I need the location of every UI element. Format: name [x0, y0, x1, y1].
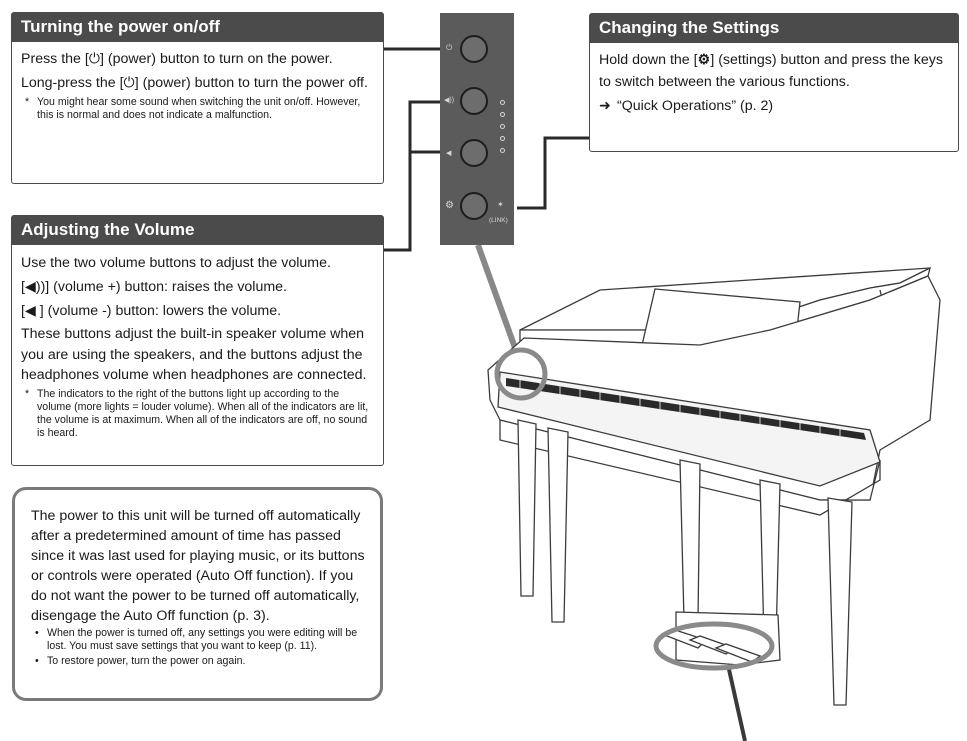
volume-connector-line [383, 100, 440, 252]
auto-off-text: The power to this unit will be turned of… [31, 508, 365, 624]
volume-up-text: [◀))] (volume +) button: raises the volu… [21, 279, 287, 295]
piano-illustration [487, 266, 941, 706]
settings-text-pre: Hold down the [ [599, 52, 698, 68]
settings-text-post: ] (settings) button and press the keys t… [599, 52, 943, 90]
auto-off-bullet: • When the power is turned off, any sett… [31, 627, 370, 653]
power-off-text: Long-press the [⏻] (power) button to tur… [21, 75, 368, 91]
volume-note: * The indicators to the right of the but… [21, 388, 375, 440]
auto-off-bullet-text: When the power is turned off, any settin… [47, 627, 358, 652]
bullet-dot: • [35, 655, 39, 667]
settings-connector-line [517, 136, 590, 210]
volume-up-button[interactable] [460, 87, 488, 115]
power-note: * You might hear some sound when switchi… [21, 96, 375, 122]
volume-indicator [500, 124, 505, 129]
auto-off-bullet: • To restore power, turn the power on ag… [31, 655, 370, 668]
quick-operations-ref: ➜ “Quick Operations” (p. 2) [599, 95, 950, 117]
link-label: (LINK) [489, 217, 508, 224]
arrow-icon: ➜ [599, 98, 611, 114]
volume-indicator [500, 100, 505, 105]
settings-button[interactable] [460, 192, 488, 220]
pedal-callout-circle [653, 621, 775, 671]
auto-off-bullet-text: To restore power, turn the power on agai… [47, 655, 246, 667]
settings-section-title: Changing the Settings [590, 14, 958, 43]
volume-down-button[interactable] [460, 139, 488, 167]
settings-icon: ⚙ [445, 200, 454, 211]
settings-section: Changing the Settings Hold down the [⚙] … [589, 13, 959, 152]
power-button[interactable] [460, 35, 488, 63]
piano-keys [506, 378, 866, 440]
power-section-title: Turning the power on/off [12, 13, 383, 42]
power-on-text: Press the [⏻] (power) button to turn on … [21, 51, 333, 67]
pedal-pointer-line [726, 664, 747, 741]
volume-intro-text: Use the two volume buttons to adjust the… [21, 255, 331, 271]
volume-indicator [500, 112, 505, 117]
power-section: Turning the power on/off Press the [⏻] (… [11, 12, 384, 184]
auto-off-box: The power to this unit will be turned of… [12, 487, 383, 701]
volume-indicator [500, 136, 505, 141]
bluetooth-icon: ✶ [497, 200, 504, 209]
power-icon: ⏻ [446, 43, 453, 52]
settings-text: Hold down the [⚙] (settings) button and … [599, 49, 950, 93]
volume-up-icon: ◀)) [444, 97, 455, 104]
quick-operations-link[interactable]: “Quick Operations” (p. 2) [617, 98, 774, 114]
volume-down-text: [◀ ] (volume -) button: lowers the volum… [21, 303, 282, 319]
volume-section: Adjusting the Volume Use the two volume … [11, 215, 384, 466]
control-panel: ⏻ ◀)) ◀ ⚙ ✶ (LINK) [440, 13, 514, 245]
volume-detail-text: These buttons adjust the built-in speake… [21, 326, 367, 383]
volume-note-text: The indicators to the right of the butto… [37, 387, 369, 439]
volume-indicator [500, 148, 505, 153]
note-asterisk: * [25, 96, 30, 108]
panel-callout-circle [494, 347, 548, 401]
volume-down-icon: ◀ [446, 150, 452, 157]
volume-section-title: Adjusting the Volume [12, 216, 383, 245]
note-asterisk: * [25, 387, 30, 400]
power-note-text: You might hear some sound when switching… [37, 96, 361, 121]
bullet-dot: • [35, 627, 39, 639]
settings-gear-icon: ⚙ [697, 52, 711, 68]
